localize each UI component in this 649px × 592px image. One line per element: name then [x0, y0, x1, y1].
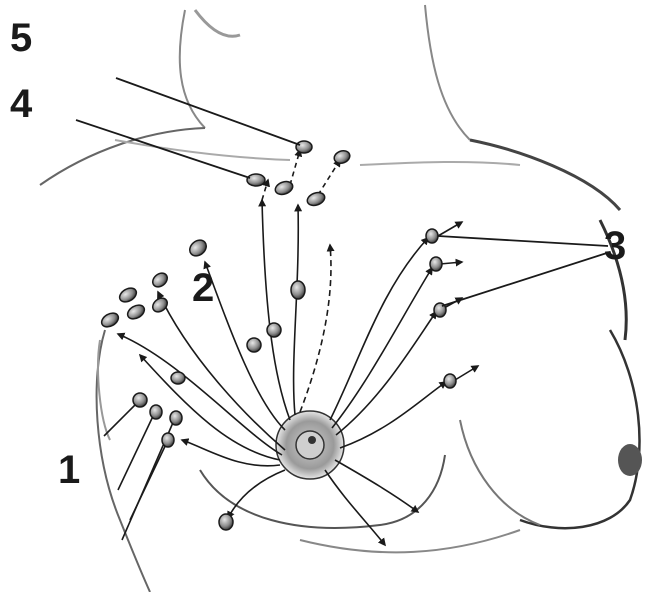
node-internal-mammary — [187, 237, 210, 259]
node-axillary — [133, 393, 147, 407]
label-4: 4 — [10, 84, 32, 124]
node-axillary — [125, 302, 147, 321]
vessel-internal-b — [294, 205, 299, 415]
left-arm — [97, 330, 150, 592]
node-contralateral — [444, 374, 456, 388]
node-contralateral — [426, 229, 438, 243]
axillary-lines — [104, 400, 175, 540]
vessel-upper-b — [290, 150, 300, 185]
node-contralateral — [430, 257, 442, 271]
label-5: 5 — [10, 18, 32, 58]
left-clavicle — [115, 140, 290, 160]
vessel-internal-c — [300, 245, 331, 412]
right-breast-inner — [460, 420, 540, 525]
node-internal-mammary — [267, 323, 281, 337]
vessel-contra-out-d — [455, 366, 478, 380]
node-axillary — [219, 514, 233, 530]
node-infraclavicular — [305, 190, 326, 207]
node-axillary — [99, 310, 121, 329]
vessel-internal-a — [262, 200, 290, 420]
node-axillary — [150, 270, 170, 289]
vessel-axillary-e — [228, 470, 285, 518]
vessel-contra-out-b — [440, 262, 462, 264]
label-leaders — [76, 78, 610, 306]
neck-right-contour — [425, 5, 470, 140]
vessel-down-a — [325, 470, 385, 545]
label-2: 2 — [192, 268, 214, 308]
vessel-upper-c — [318, 160, 340, 195]
node-axillary — [150, 405, 162, 419]
node-axillary — [150, 295, 170, 314]
right-nipple — [618, 444, 642, 476]
leader-3a — [438, 236, 608, 246]
areola — [276, 411, 344, 479]
vessel-contra-d — [340, 382, 446, 448]
leader-5 — [116, 78, 300, 145]
leader-3b — [442, 252, 610, 306]
right-breast-contour — [520, 330, 640, 528]
jaw-shadow — [195, 10, 240, 36]
node-axillary — [170, 411, 182, 425]
node-infraclavicular — [247, 174, 265, 186]
left-shoulder — [40, 128, 205, 185]
node-axillary — [171, 372, 185, 384]
label-3: 3 — [604, 226, 626, 266]
node-axillary — [162, 433, 174, 447]
right-shoulder — [470, 140, 620, 210]
node-internal-mammary — [291, 281, 305, 299]
node-supraclavicular — [296, 141, 312, 153]
vessel-contra-out-a — [438, 222, 462, 236]
vessel-down-b — [335, 460, 418, 512]
neck-left-contour — [180, 10, 205, 128]
node-axillary — [117, 285, 139, 304]
node-supraclavicular — [332, 149, 351, 166]
node-internal-mammary — [247, 338, 261, 352]
label-1: 1 — [58, 450, 80, 490]
lymphatic-vessels — [118, 150, 478, 545]
leader-4 — [76, 120, 250, 178]
right-clavicle — [360, 162, 520, 165]
lower-torso — [300, 530, 520, 552]
